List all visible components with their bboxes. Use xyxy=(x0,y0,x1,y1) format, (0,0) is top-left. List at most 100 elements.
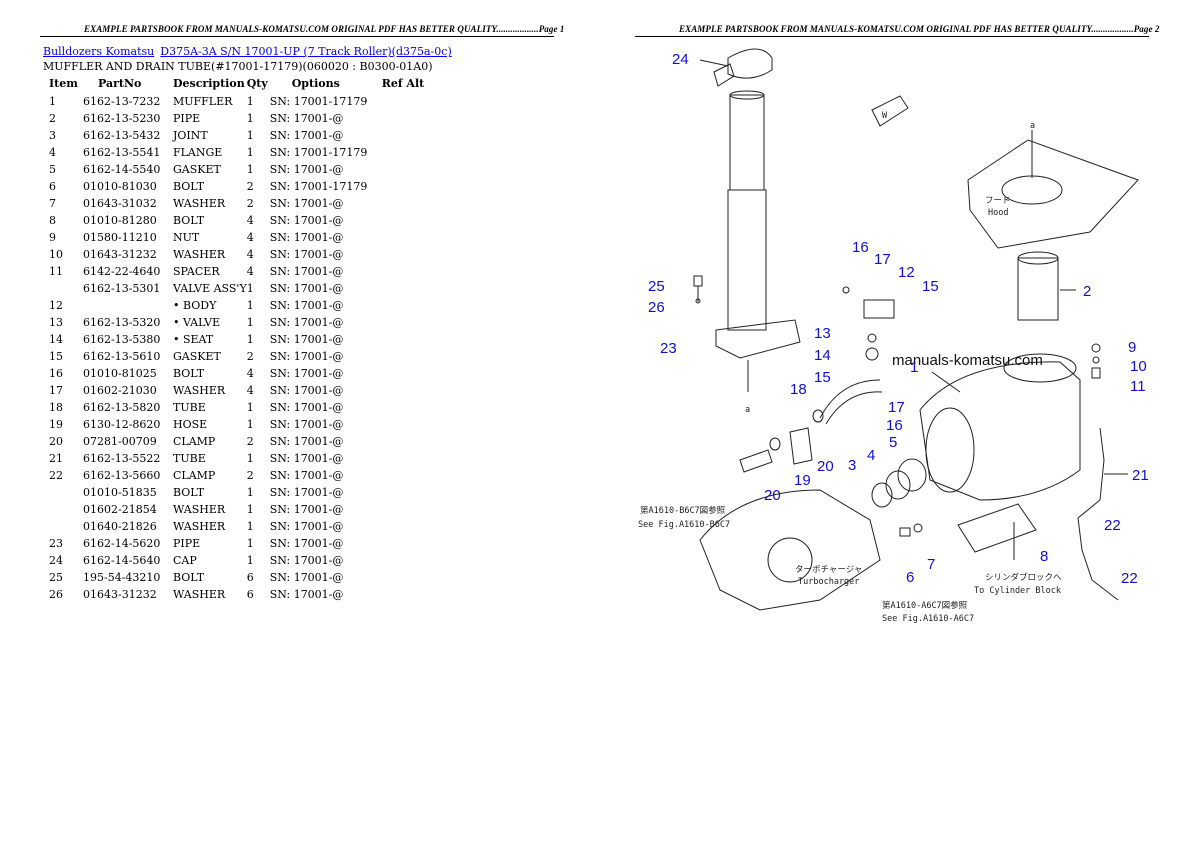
bolt-6 xyxy=(899,527,911,537)
partno-cell xyxy=(83,297,173,314)
ref-alt-cell xyxy=(382,501,442,518)
item-cell: 13 xyxy=(49,316,63,329)
ref-alt-cell xyxy=(382,229,442,246)
page1-header-rule xyxy=(40,36,554,37)
ref-alt-cell xyxy=(382,297,442,314)
header-ref-alt: Ref Alt xyxy=(381,77,425,90)
bolt-16 xyxy=(842,286,850,294)
description-cell: MUFFLER xyxy=(173,95,233,108)
qty-cell: 6 xyxy=(246,571,254,584)
ref-alt-cell xyxy=(382,518,442,535)
qty-cell: 6 xyxy=(246,588,254,601)
callout-17: 17 xyxy=(888,399,905,416)
description-cell: BOLT xyxy=(173,486,205,499)
options-cell: SN: 17001-@ xyxy=(269,554,344,567)
cyl-jp-label: シリンダブロックへ xyxy=(985,572,1062,583)
ref-alt-cell xyxy=(382,586,442,603)
page2-header: EXAMPLE PARTSBOOK FROM MANUALS-KOMATSU.C… xyxy=(679,24,1160,34)
item-cell: 16 xyxy=(49,367,63,380)
gasket-5 xyxy=(897,458,927,492)
callout-19: 19 xyxy=(794,472,811,489)
qty-cell: 1 xyxy=(246,486,254,499)
ref-alt-cell xyxy=(382,382,442,399)
description-cell: CLAMP xyxy=(173,469,216,482)
breadcrumb-link-bulldozers[interactable]: Bulldozers Komatsu xyxy=(43,45,155,58)
callout-8: 8 xyxy=(1040,548,1048,565)
partno-cell: 6162-13-5610 xyxy=(83,350,161,363)
flange-4 xyxy=(885,470,911,500)
qty-cell: 1 xyxy=(246,503,254,516)
description-cell: GASKET xyxy=(173,350,221,363)
qty-cell: 1 xyxy=(246,282,254,295)
header-description: Description xyxy=(173,77,245,90)
callout-1: 1 xyxy=(910,359,918,376)
partno-cell: 01010-81030 xyxy=(83,180,157,193)
item-cell: 6 xyxy=(49,180,56,193)
options-cell: SN: 17001-@ xyxy=(269,333,344,346)
item-cell: 4 xyxy=(49,146,56,159)
ref-alt-cell xyxy=(382,280,442,297)
callout-16: 16 xyxy=(886,417,903,434)
description-cell: PIPE xyxy=(173,112,201,125)
callout-16: 16 xyxy=(852,239,869,256)
options-cell: SN: 17001-@ xyxy=(269,520,344,533)
callout-13: 13 xyxy=(814,325,831,342)
callout-15: 15 xyxy=(814,369,831,386)
options-cell: SN: 17001-@ xyxy=(269,248,344,261)
tube-21 xyxy=(1077,427,1119,601)
pipe-flange xyxy=(715,319,801,359)
qty-cell: 2 xyxy=(246,435,254,448)
qty-cell: 2 xyxy=(246,197,254,210)
partno-cell: 6162-13-5541 xyxy=(83,146,161,159)
turbo-jp-label: ターボチャージャ xyxy=(795,565,862,575)
item-cell: 5 xyxy=(49,163,56,176)
partno-cell: 01010-81025 xyxy=(83,367,157,380)
ref-alt-cell xyxy=(382,314,442,331)
item-cell: 3 xyxy=(49,129,56,142)
description-cell: JOINT xyxy=(173,129,208,142)
partno-cell: 6162-13-5301 xyxy=(83,282,161,295)
options-cell: SN: 17001-@ xyxy=(269,486,344,499)
partno-cell: 01010-51835 xyxy=(83,486,157,499)
options-cell: SN: 17001-@ xyxy=(269,384,344,397)
partno-cell: 6162-13-5320 xyxy=(83,316,161,329)
description-cell: BOLT xyxy=(173,367,205,380)
qty-cell: 4 xyxy=(246,214,254,227)
options-cell: SN: 17001-@ xyxy=(269,469,344,482)
callout-4: 4 xyxy=(867,447,875,464)
description-cell: GASKET xyxy=(173,163,221,176)
ref-alt-cell xyxy=(382,552,442,569)
hood-opening xyxy=(1001,175,1063,205)
options-cell: SN: 17001-@ xyxy=(269,350,344,363)
cap-clamp xyxy=(713,63,735,87)
description-cell: • SEAT xyxy=(173,333,214,346)
partno-cell: 6162-13-5660 xyxy=(83,469,161,482)
hood-en-label: Hood xyxy=(988,208,1008,218)
description-cell: • BODY xyxy=(173,299,217,312)
options-cell: SN: 17001-@ xyxy=(269,435,344,448)
header-qty: Qty xyxy=(246,77,268,90)
callout-21: 21 xyxy=(1132,467,1149,484)
options-cell: SN: 17001-17179 xyxy=(269,180,368,193)
ref-alt-cell xyxy=(382,331,442,348)
breadcrumb-link-model[interactable]: D375A-3A S/N 17001-UP (7 Track Roller)(d… xyxy=(160,45,452,58)
qty-cell: 1 xyxy=(246,537,254,550)
description-cell: BOLT xyxy=(173,180,205,193)
description-cell: CAP xyxy=(173,554,197,567)
qty-cell: 1 xyxy=(246,163,254,176)
